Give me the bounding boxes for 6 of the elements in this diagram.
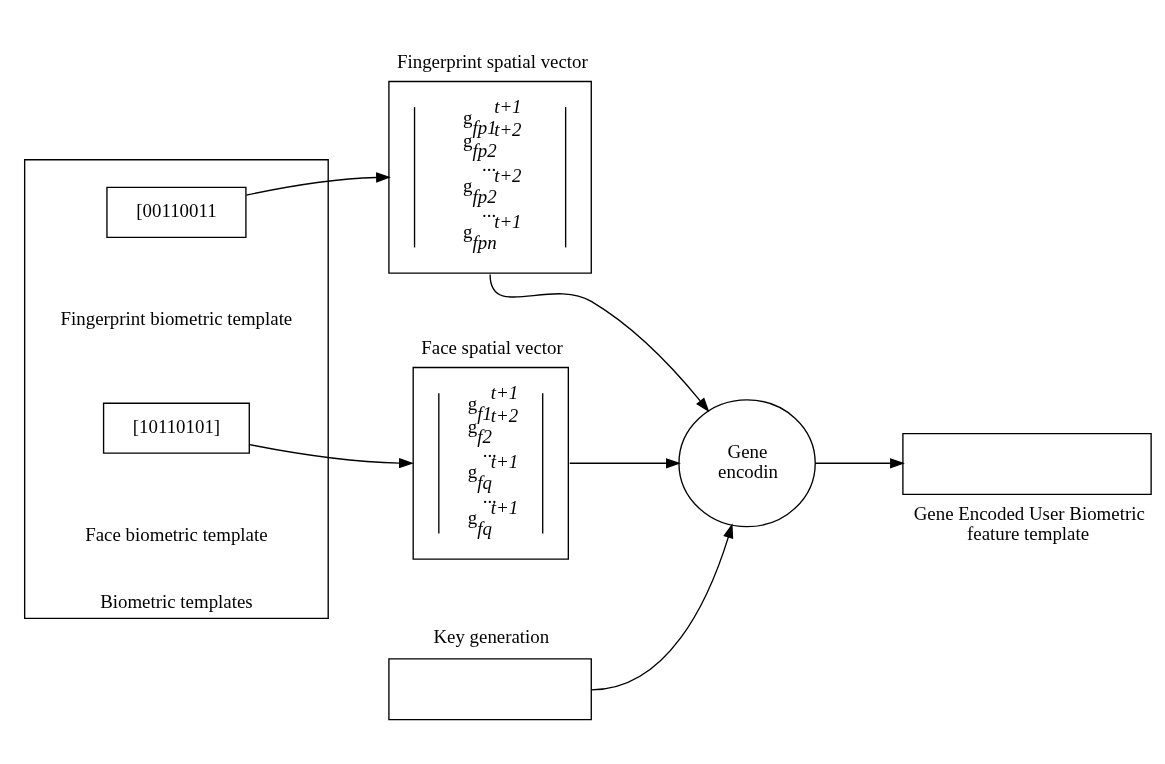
label: Fingerprint biometric template [60, 308, 293, 330]
node-label: Key generation [433, 625, 550, 647]
node-label: Face spatial vector [421, 337, 563, 359]
node-label: Gene Encoded User Biometric feature template [913, 503, 1145, 545]
label: Face biometric template [85, 524, 268, 546]
node-label: Fingerprint spatial vector [397, 51, 588, 73]
